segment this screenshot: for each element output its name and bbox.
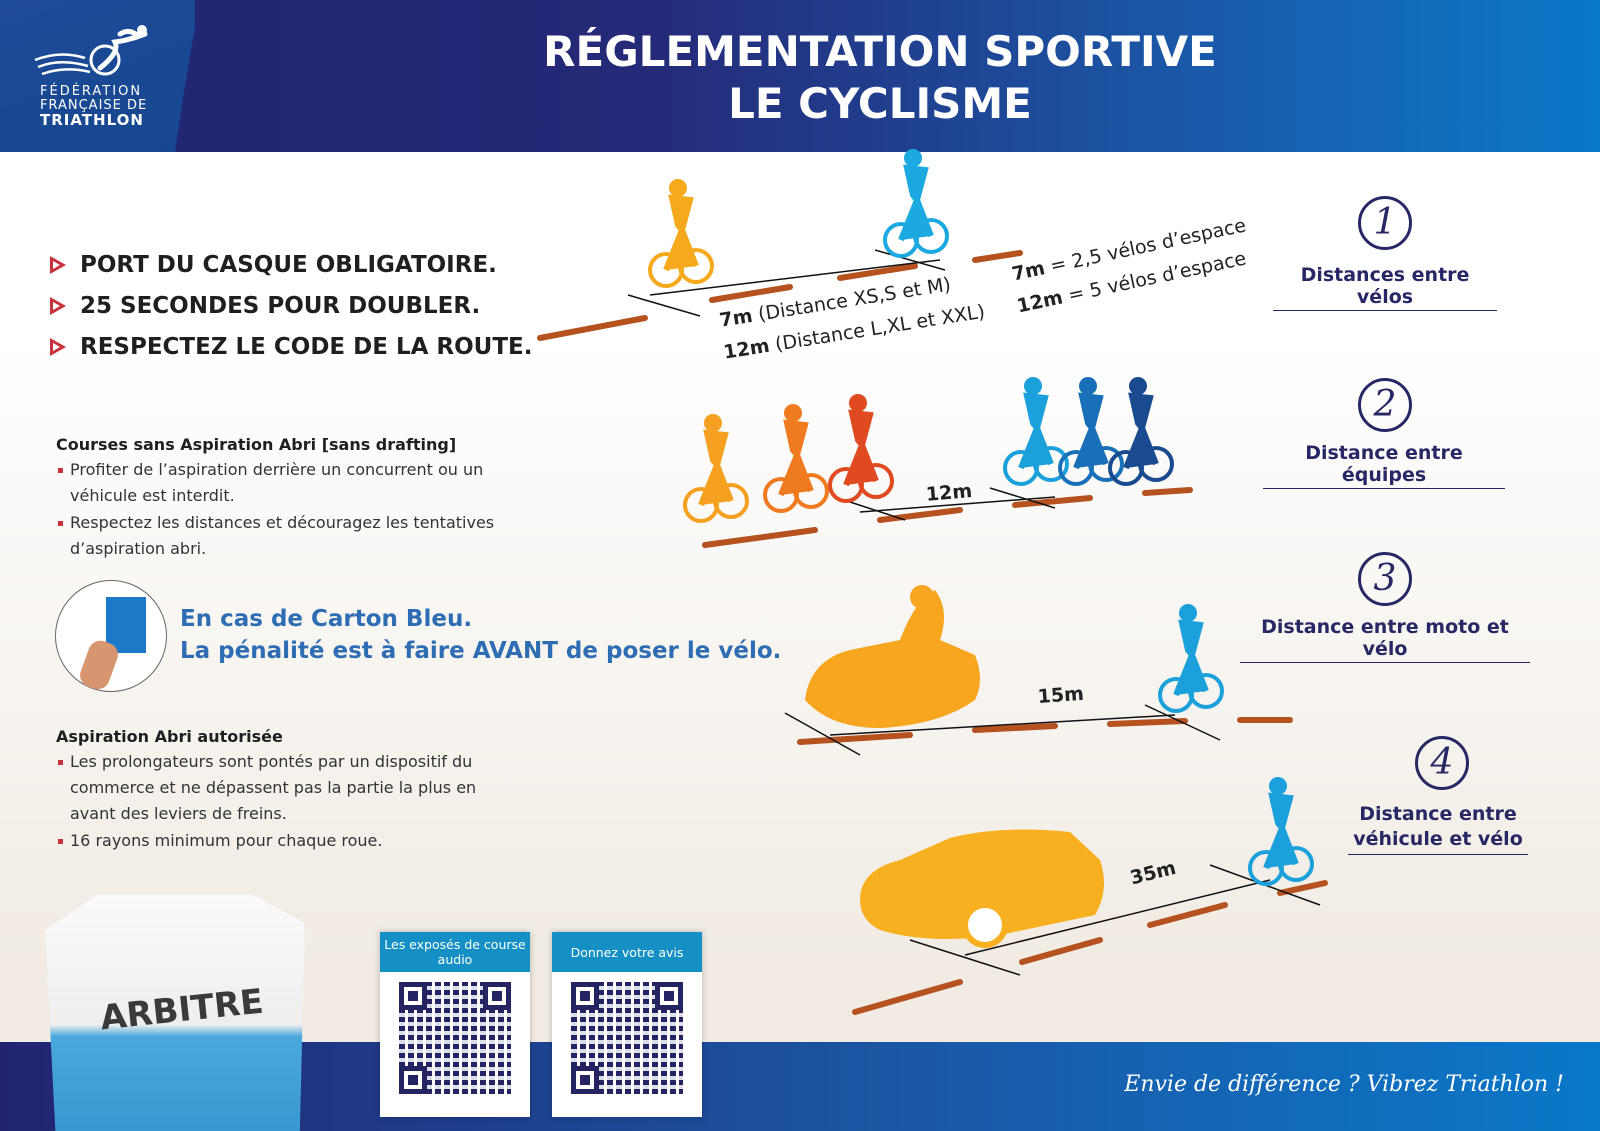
logo-text-1: FÉDÉRATION — [40, 84, 143, 99]
car-icon — [860, 829, 1104, 948]
section-number-3: 3 — [1358, 552, 1412, 606]
qr-card-title: Les exposés de course audio — [380, 932, 530, 972]
rule-text: PORT DU CASQUE OBLIGATOIRE. — [80, 252, 497, 278]
section-label-1: Distances entre vélos — [1273, 264, 1497, 311]
title-line-1: RÉGLEMENTATION SPORTIVE — [543, 27, 1217, 76]
cyclist-icon — [885, 149, 947, 256]
cyclist-icon — [650, 179, 712, 286]
cyclist-icon — [685, 414, 747, 521]
triathlon-logo-icon — [34, 25, 148, 76]
cyclist-icon — [830, 394, 892, 501]
qr-card-feedback[interactable]: Donnez votre avis — [552, 932, 702, 1117]
cyclist-icon — [1005, 377, 1067, 484]
cyclist-icon — [765, 404, 827, 511]
page-title: RÉGLEMENTATION SPORTIVE LE CYCLISME — [480, 26, 1280, 130]
cyclist-icon — [1060, 377, 1122, 484]
cyclist-icon — [1160, 604, 1222, 711]
rule-item: RESPECTEZ LE CODE DE LA ROUTE. — [50, 334, 533, 360]
road-markings — [537, 250, 1328, 1015]
no-drafting-title: Courses sans Aspiration Abri [sans draft… — [56, 435, 457, 454]
rule-text: RESPECTEZ LE CODE DE LA ROUTE. — [80, 334, 533, 360]
triangle-bullet-icon — [50, 256, 66, 274]
cyclist-icon — [1250, 777, 1312, 884]
drafting-allowed-item: Les prolongateurs sont pontés par un dis… — [56, 749, 496, 827]
no-drafting-item: Profiter de l’aspiration derrière un con… — [56, 457, 516, 509]
logo-text-2: FRANÇAISE DE — [40, 98, 148, 113]
title-line-2: LE CYCLISME — [728, 79, 1032, 128]
blue-card-line-2: La pénalité est à faire AVANT de poser l… — [180, 638, 782, 664]
section-label-2: Distance entre équipes — [1263, 442, 1505, 489]
logo-text-3: TRIATHLON — [40, 111, 144, 129]
diagram3-distance: 15m — [1037, 682, 1085, 708]
drafting-allowed-item: 16 rayons minimum pour chaque roue. — [56, 828, 516, 854]
logo-panel — [0, 0, 195, 152]
section-number-2: 2 — [1358, 378, 1412, 432]
header-banner — [0, 0, 1600, 152]
section-label-4: Distance entre véhicule et vélo — [1348, 802, 1528, 855]
no-drafting-item: Respectez les distances et découragez le… — [56, 510, 516, 562]
slogan: Envie de différence ? Vibrez Triathlon ! — [1124, 1072, 1564, 1097]
qr-card-audio[interactable]: Les exposés de course audio — [380, 932, 530, 1117]
cyclist-icon — [1110, 377, 1172, 484]
blue-card-line-1: En cas de Carton Bleu. — [180, 606, 473, 632]
rule-item: 25 SECONDES POUR DOUBLER. — [50, 293, 480, 319]
blue-card-icon — [106, 597, 146, 653]
triangle-bullet-icon — [50, 338, 66, 356]
section-label-3: Distance entre moto et vélo — [1240, 616, 1530, 663]
blue-card-illustration — [55, 580, 167, 693]
referee-vest — [45, 895, 305, 1131]
motorbike-icon — [805, 585, 980, 728]
section-number-4: 4 — [1415, 736, 1469, 790]
rule-text: 25 SECONDES POUR DOUBLER. — [80, 293, 481, 319]
qr-code-icon[interactable] — [571, 982, 683, 1094]
drafting-allowed-title: Aspiration Abri autorisée — [56, 727, 283, 746]
qr-card-title: Donnez votre avis — [552, 932, 702, 972]
rule-item: PORT DU CASQUE OBLIGATOIRE. — [50, 252, 497, 278]
diagram2-distance: 12m — [925, 479, 973, 506]
section-number-1: 1 — [1358, 196, 1412, 250]
triangle-bullet-icon — [50, 297, 66, 315]
qr-code-icon[interactable] — [399, 982, 511, 1094]
